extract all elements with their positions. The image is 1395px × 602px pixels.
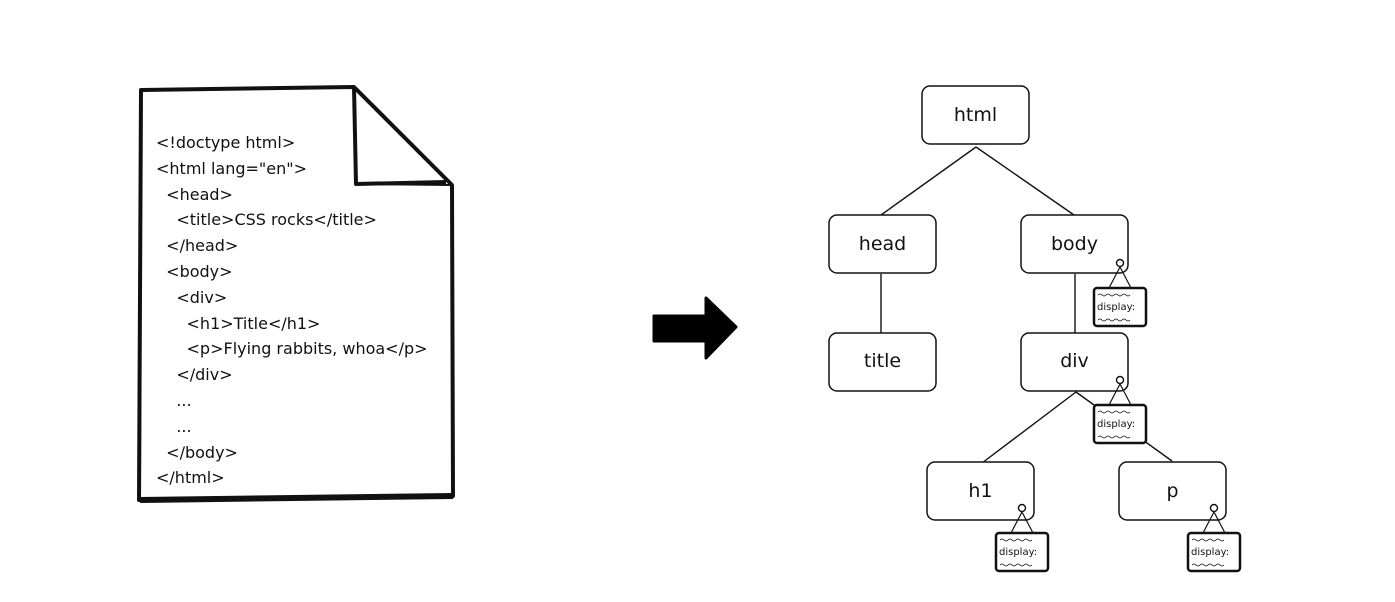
node-div: div (1020, 332, 1129, 392)
code-line: <p>Flying rabbits, whoa</p> (156, 339, 428, 359)
display-tag-p: display: (1186, 503, 1242, 573)
node-body: body (1020, 214, 1129, 274)
edge-html-head (880, 146, 977, 216)
code-line: <html lang="en"> (156, 158, 307, 178)
code-line: <h1>Title</h1> (156, 313, 321, 333)
code-line: <div> (156, 287, 228, 307)
display-tag-label: display: (999, 547, 1037, 558)
display-tag-label: display: (1097, 419, 1135, 430)
code-line: <!doctype html> (156, 133, 296, 152)
node-label-h1: h1 (968, 480, 992, 502)
code-line: <head> (156, 184, 233, 204)
code-line: ... (156, 416, 192, 436)
node-label-title: title (864, 350, 901, 372)
display-tag-h1: display: (994, 503, 1050, 573)
node-label-head: head (859, 233, 906, 255)
edge-div-h1 (981, 391, 1077, 464)
node-label-html: html (954, 104, 997, 126)
code-line: <title>CSS rocks</title> (156, 210, 377, 230)
html-document-page (137, 85, 455, 503)
display-tag-label: display: (1097, 302, 1135, 313)
html-source-code: <!doctype html> <html lang="en"> <head> … (156, 130, 428, 491)
node-html: html (921, 85, 1030, 145)
node-label-body: body (1051, 233, 1098, 255)
edge-html-body (975, 146, 1075, 216)
code-line: </body> (156, 442, 238, 462)
display-tag-label: display: (1191, 547, 1229, 558)
node-p: p (1118, 461, 1227, 521)
code-line: </div> (156, 365, 233, 385)
node-head: head (828, 214, 937, 274)
display-tag-body: display: (1092, 258, 1148, 328)
node-label-p: p (1166, 480, 1178, 502)
node-title: title (828, 332, 937, 392)
node-label-div: div (1060, 350, 1089, 372)
tree-edges (880, 146, 1173, 464)
right-arrow-icon (652, 296, 738, 360)
code-line: <body> (156, 261, 233, 281)
node-h1: h1 (926, 461, 1035, 521)
display-tag-div: display: (1092, 375, 1148, 445)
code-line: ... (156, 390, 192, 410)
code-line: </html> (156, 468, 225, 488)
code-line: </head> (156, 236, 239, 256)
